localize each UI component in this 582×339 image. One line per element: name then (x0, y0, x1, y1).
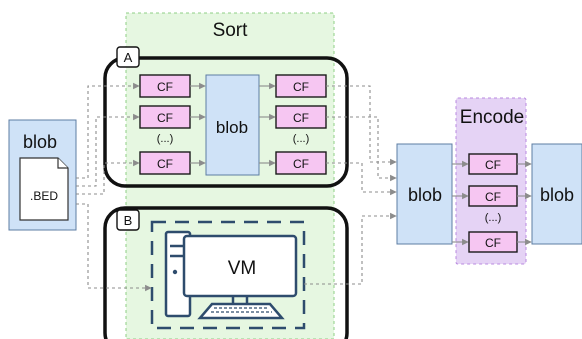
panel-a-tag-label: A (124, 50, 133, 65)
panel-a-tag (116, 46, 140, 68)
encode-arrows (452, 160, 532, 246)
output-blob (531, 143, 582, 245)
sort-label: Sort (213, 20, 249, 41)
cf-a-right-2-label: CF (293, 111, 309, 125)
flow-arrows (76, 82, 397, 292)
bed-file-label: .BED (30, 189, 58, 203)
output-blob-label: blob (540, 185, 574, 205)
cf-encode-3-label: CF (485, 236, 501, 250)
cf-a-left-3-label: CF (157, 157, 173, 171)
cf-a-right-1-label: CF (293, 80, 309, 94)
vm-label: VM (228, 258, 257, 279)
encode-label: Encode (460, 107, 524, 128)
pre-encode-blob (396, 143, 453, 245)
panel-a-internal-arrows (190, 82, 276, 167)
vm-frame (150, 220, 306, 330)
panel-b-tag-label: B (124, 213, 133, 228)
cf-a-left-2-label: CF (157, 111, 173, 125)
desktop-computer-icon (164, 230, 298, 320)
sort-blob-label: blob (216, 118, 248, 137)
cf-a-right-3-label: CF (293, 157, 309, 171)
panel-b (103, 206, 349, 339)
cf-a-left-1-label: CF (157, 80, 173, 94)
cf-a-left-ellipsis: (...) (157, 133, 174, 145)
cf-encode-1-label: CF (485, 158, 501, 172)
panel-a (103, 56, 349, 188)
cf-a-right-ellipsis: (...) (293, 133, 310, 145)
pre-encode-blob-label: blob (408, 185, 442, 205)
cf-encode-ellipsis: (...) (485, 212, 502, 224)
panel-b-tag (116, 209, 140, 231)
cf-encode-2-label: CF (485, 190, 501, 204)
document-icon (19, 157, 69, 221)
sort-blob (205, 74, 260, 176)
encode-region (455, 97, 527, 265)
input-blob-label: blob (23, 132, 57, 152)
